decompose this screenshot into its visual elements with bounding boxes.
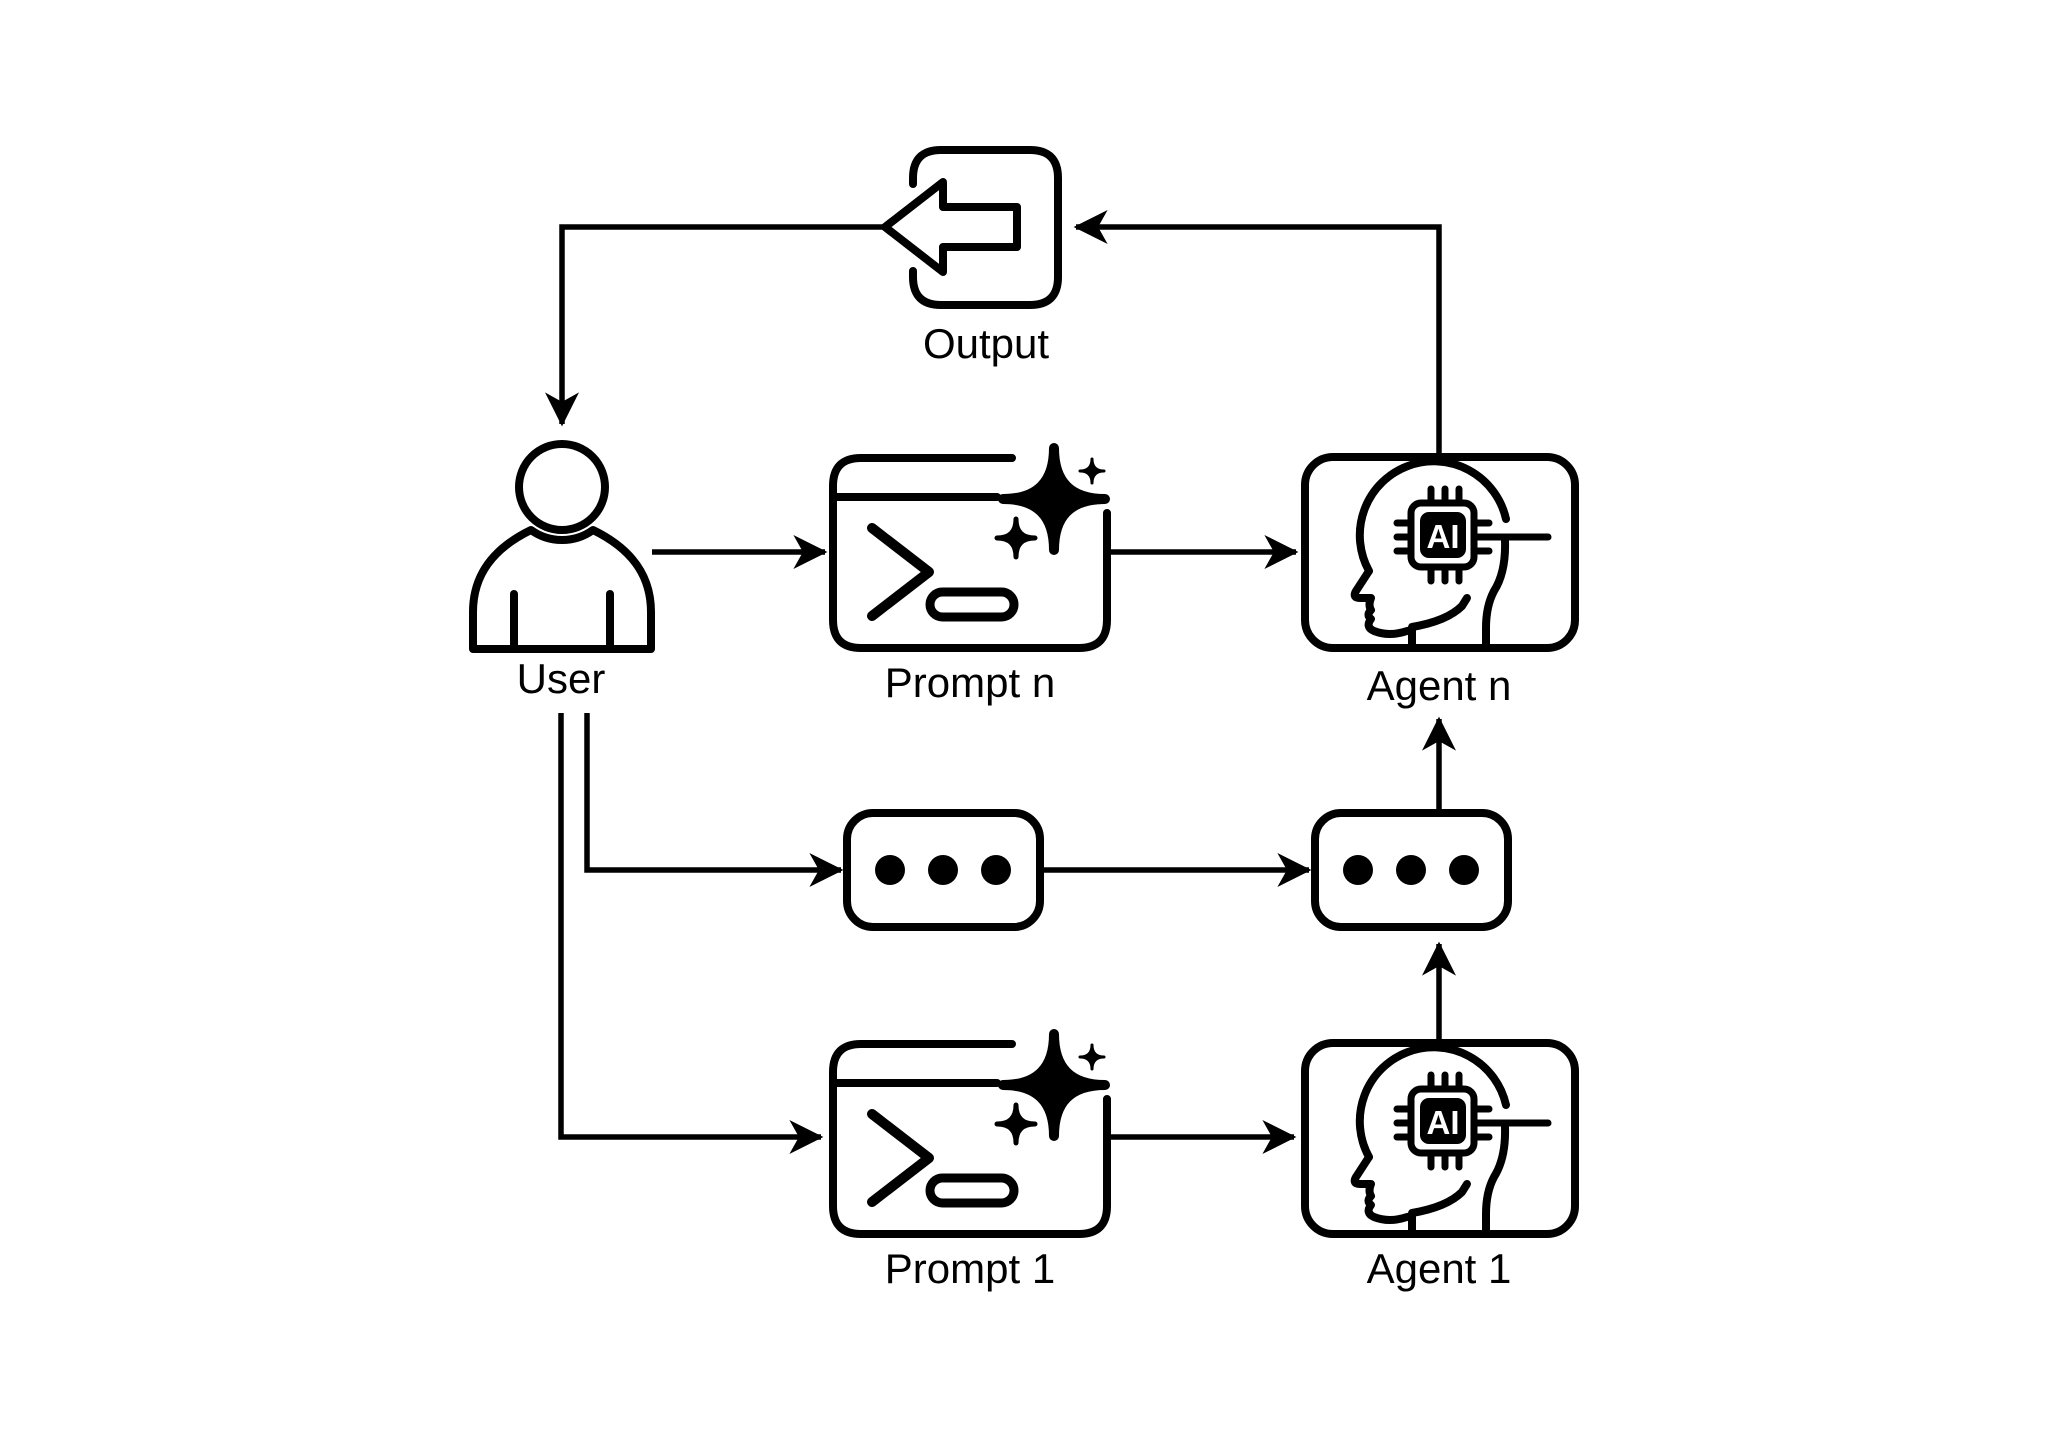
prompt-1-node: Prompt 1 [833,1034,1107,1292]
agent-1-label: Agent 1 [1367,1245,1512,1292]
agent-1-node: Agent 1 [1305,1043,1575,1292]
output-node: Output [881,146,1062,367]
edge-user-to-prompt-1 [558,713,824,1154]
three-dots-icon [1315,813,1508,927]
prompt-n-node: Prompt n [833,448,1107,706]
prompt-n-label: Prompt n [885,659,1055,706]
ellipsis-right-node [1315,813,1508,927]
person-body-icon [469,526,655,653]
three-dots-icon [847,813,1040,927]
prompt-1-icon [833,1034,1107,1234]
agent-n-label: Agent n [1367,662,1512,709]
edge-agent-n-to-output [1073,210,1442,456]
edge-output-to-user [545,224,884,427]
agent-n-icon [1305,457,1575,648]
user-node: User [469,440,655,702]
exit-left-arrow-icon [881,178,1021,276]
edge-user-to-ellipsis-left [584,713,844,887]
agent-1-icon [1305,1043,1575,1234]
person-head-icon [515,440,609,534]
user-label: User [517,655,606,702]
edges [545,210,1456,1154]
person-arm-lines [510,590,614,653]
prompt-1-label: Prompt 1 [885,1245,1055,1292]
agent-n-node: Agent n [1305,457,1575,709]
ellipsis-left-node [847,813,1040,927]
output-label: Output [923,320,1049,367]
exit-box-outline [909,146,1062,309]
prompt-n-icon [833,448,1107,648]
